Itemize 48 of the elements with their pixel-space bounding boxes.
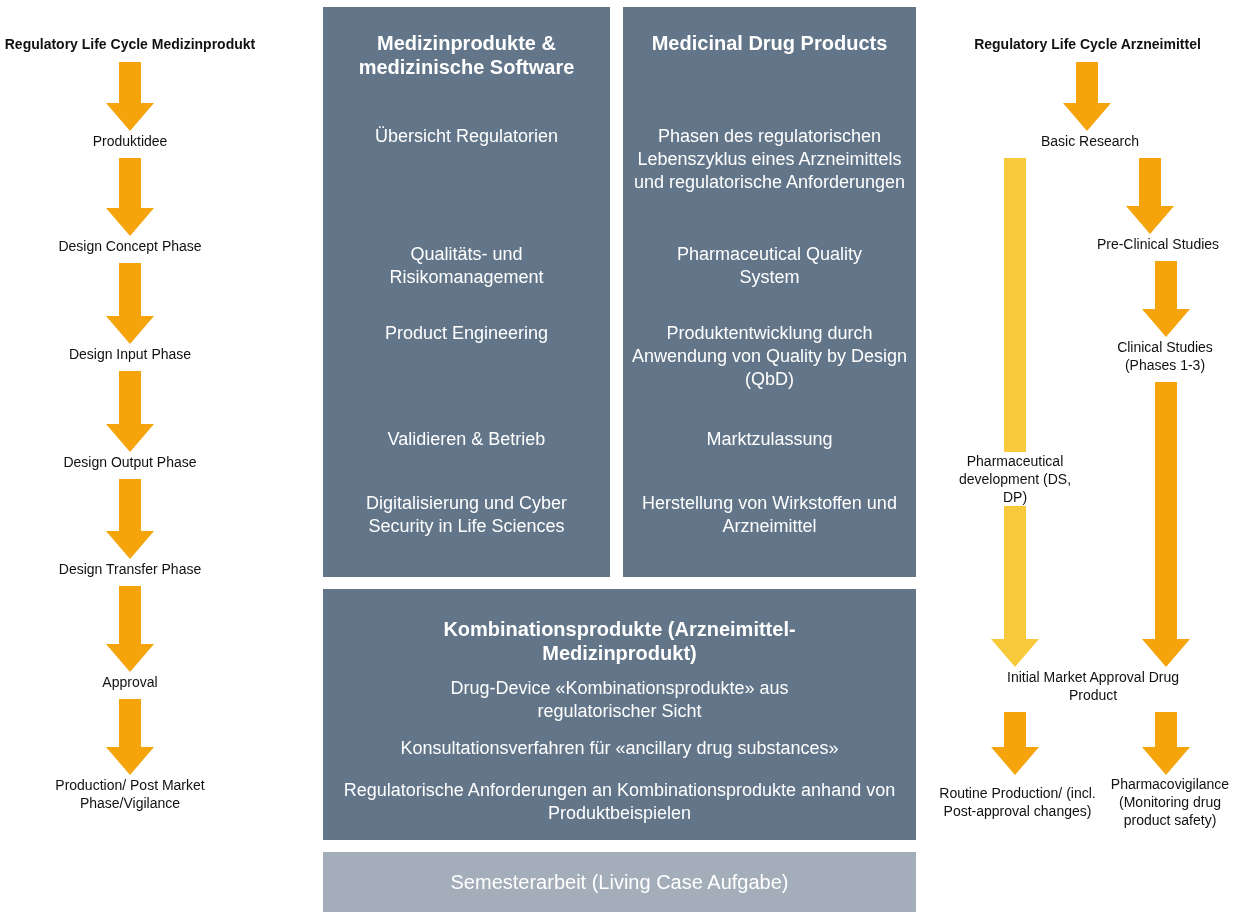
phase-label: Basic Research	[1000, 130, 1180, 152]
topic-text: Produktentwicklung durch Anwendung von Quality by Design (QbD)	[630, 322, 909, 391]
topic-text: Validieren & Betrieb	[386, 428, 547, 451]
block-arrow	[1126, 158, 1174, 234]
topic-text: Marktzulassung	[705, 428, 834, 451]
phase-label: Design Input Phase	[20, 343, 240, 365]
block-arrow	[106, 371, 154, 452]
semester-bar	[323, 852, 916, 912]
block-arrow	[1063, 62, 1111, 131]
block-arrow	[1142, 382, 1190, 667]
phase-label: Produktidee	[50, 130, 210, 152]
bar-text: Semesterarbeit (Living Case Aufgabe)	[450, 873, 789, 891]
topic-text: Konsultationsverfahren für «ancillary drug substances»	[399, 737, 840, 760]
phase-label: Production/ Post Market Phase/Vigilance	[20, 774, 240, 814]
phase-label: Initial Market Approval Drug Product	[1000, 666, 1186, 706]
column-title: Regulatory Life Cycle Arzneimittel	[950, 32, 1225, 56]
topic-text: Regulatorische Anforderungen an Kombinationsprodukte anhand von Produktbeispielen	[342, 779, 897, 825]
phase-label: Design Concept Phase	[20, 235, 240, 257]
topic-panel	[323, 7, 610, 577]
topic-text: Drug-Device «Kombinationsprodukte» aus regulatorischer Sicht	[449, 677, 790, 723]
block-arrow	[991, 712, 1039, 775]
block-arrow	[106, 479, 154, 559]
topic-text: Herstellung von Wirkstoffen und Arzneimittel	[641, 492, 898, 538]
block-arrow	[106, 62, 154, 131]
panel-heading: Medizinprodukte & medizinische Software	[357, 31, 576, 79]
block-arrow	[106, 263, 154, 344]
block-arrow	[1142, 712, 1190, 775]
block-arrow	[106, 586, 154, 672]
phase-label: Pre-Clinical Studies	[1078, 233, 1238, 255]
column-title: Regulatory Life Cycle Medizinprodukt	[0, 32, 260, 56]
block-arrow	[991, 158, 1039, 667]
topic-text: Qualitäts- und Risikomanagement	[388, 243, 545, 289]
phase-label: Clinical Studies (Phases 1-3)	[1100, 336, 1230, 376]
block-arrow	[106, 158, 154, 236]
phase-label: Design Transfer Phase	[20, 558, 240, 580]
topic-panel	[623, 7, 916, 577]
block-arrow	[106, 699, 154, 775]
phase-label: Design Output Phase	[20, 451, 240, 473]
topic-panel	[323, 589, 916, 840]
topic-text: Digitalisierung und Cyber Security in Life Sciences	[364, 492, 569, 538]
block-arrow	[1142, 261, 1190, 337]
topic-text: Übersicht Regulatorien	[373, 125, 560, 148]
topic-text: Phasen des regulatorischen Lebenszyklus eines Arzneimittels und regulatorische Anforderungen	[632, 125, 907, 194]
topic-text: Pharmaceutical Quality System	[675, 243, 864, 289]
topic-text: Product Engineering	[383, 322, 550, 345]
panel-heading: Kombinationsprodukte (Arzneimittel-Medizinprodukt)	[442, 617, 797, 665]
panel-heading: Medicinal Drug Products	[650, 31, 889, 55]
phase-label: Approval	[50, 671, 210, 693]
